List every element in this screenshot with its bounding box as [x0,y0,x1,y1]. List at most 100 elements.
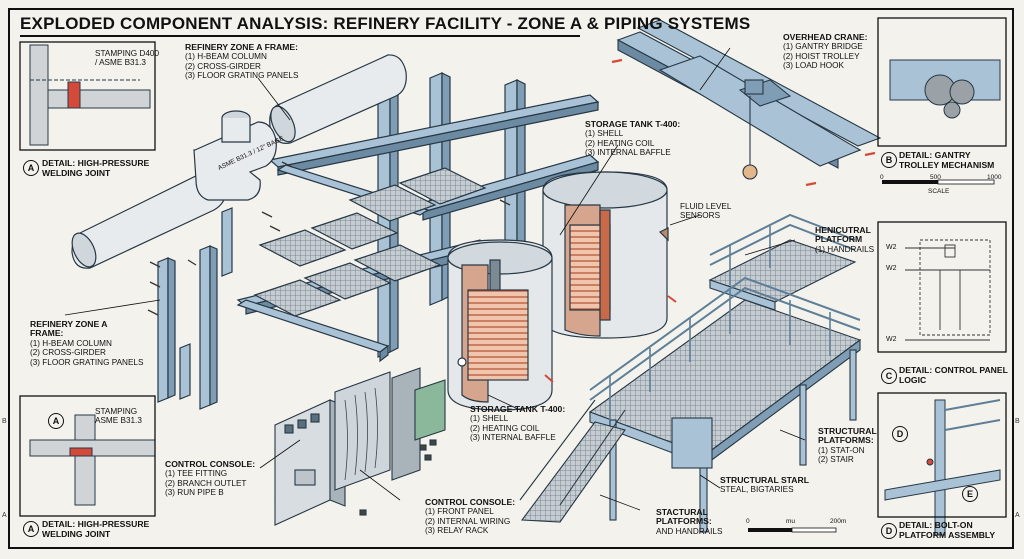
scale-top-label: SCALE [928,188,950,195]
tank-lower-heading: STORAGE TANK T-400: [470,404,566,414]
detail-d-label: DETAIL: BOLT-ON PLATFORM ASSEMBLY [899,520,995,540]
frame-a-item-3: (3) FLOOR GRATING PANELS [185,71,299,81]
stamp-lower-line-2: ASME B31.3 [95,416,142,426]
detail-d-marker-e: E [962,486,978,502]
tank-upper-item-3: (3) INTERNAL BAFFLE [585,148,671,158]
henicutral-line2: PLATFORM [815,234,863,245]
structural-starl-callout: STRUCTURAL STARL STEAL, BIGTARIES [720,475,809,495]
scale-bottom-end: 200m [830,518,847,525]
detail-d-line1: DETAIL: BOLT-ON [899,520,973,530]
detail-d-line2: PLATFORM ASSEMBLY [899,530,996,540]
crane-item-2: (2) HOIST TROLLEY [783,51,860,61]
detail-a-upper-label: DETAIL: HIGH-PRESSURE WELDING JOINT [42,158,149,178]
control-console [274,367,446,526]
henicutral-callout: HENICUTRAL PLATFORM (1) HANDRAILS [815,225,875,254]
console-left-item-1: (1) TEE FITTING [165,469,228,479]
detail-d-letter: D [881,523,897,539]
control-console-left-callout: CONTROL CONSOLE: (1) TEE FITTING (2) BRA… [165,459,256,498]
frame-a-lower-heading-1: REFINERY ZONE A [30,319,108,329]
scale-bar-top [882,179,995,185]
console-left-item-3: (3) RUN PIPE B [165,488,224,498]
detail-c-w2-c: W2 [886,336,897,343]
detail-b-line1: DETAIL: GANTRY [899,150,971,160]
zone-a-frame [147,64,600,410]
detail-c-label: DETAIL: CONTROL PANEL LOGIC [899,365,1008,385]
inset-graphics [29,44,1001,536]
tank-lower-item-1: (1) SHELL [470,414,509,424]
structural-platforms-callout: STRUCTURAL PLATFORMS: (1) STAT-ON (2) ST… [818,426,877,465]
struct-plat-item-1: (1) STAT-ON [818,445,865,455]
overhead-crane [611,19,882,187]
detail-c-line2: LOGIC [899,375,927,385]
scale-bar-bottom [748,527,837,533]
tank-upper-item-1: (1) SHELL [585,129,624,139]
detail-a-lower-letter: A [23,521,39,537]
stactural-line2: PLATFORMS: [656,516,712,527]
stactural-callout: STACTURAL PLATFORMS: AND HANDRAILS [656,507,723,536]
detail-b-letter: B [881,152,897,168]
fluid-sensors-line2: SENSORS [680,211,721,221]
crane-heading: OVERHEAD CRANE: [783,32,868,42]
margin-ref-a-left: A [2,512,7,519]
frame-a-item-1: (1) H-BEAM COLUMN [185,52,267,62]
scale-top-500: 500 [930,174,941,181]
scale-bottom-0: 0 [746,518,750,525]
console-right-item-2: (2) INTERNAL WIRING [425,516,511,526]
henicutral-line1: HENICUTRAL [815,225,871,235]
starl-line1: STRUCTURAL STARL [720,475,809,485]
detail-b-line2: TROLLEY MECHANISM [899,160,995,170]
stamp-line-1: STAMPING D400 [95,49,159,58]
starl-line2: STEAL, BIGTARIES [720,485,794,495]
detail-c-letter: C [881,368,897,384]
console-right-item-1: (1) FRONT PANEL [425,507,494,517]
scale-top-0: 0 [880,174,884,181]
detail-c-w2-b: W2 [886,265,897,272]
margin-ref-b-right: B [1015,418,1020,425]
struct-plat-item-2: (2) STAIR [818,455,854,465]
frame-a-lower-item-2: (2) CROSS-GIRDER [30,348,106,358]
detail-a-upper-line2: WELDING JOINT [42,168,111,178]
frame-a-lower-item-3: (3) FLOOR GRATING PANELS [30,357,144,367]
title-underline [20,35,580,37]
page-title: EXPLODED COMPONENT ANALYSIS: REFINERY FA… [20,14,751,33]
detail-a-lower-line2: WELDING JOINT [42,529,111,539]
detail-d-marker-d: D [892,426,908,442]
henicutral-item: (1) HANDRAILS [815,244,875,254]
scale-bottom-mid: mu [786,518,796,525]
scale-top-1000: 1000 [987,174,1002,181]
tank-lower-item-2: (2) HEATING COIL [470,423,540,433]
crane-item-1: (1) GANTRY BRIDGE [783,42,863,52]
overhead-crane-callout: OVERHEAD CRANE: (1) GANTRY BRIDGE (2) HO… [783,32,868,71]
frame-a-lower-heading-2: FRAME: [30,328,64,339]
struct-plat-line1: STRUCTURAL [818,426,877,436]
detail-a-lower-marker: A [48,413,64,429]
stactural-line3: AND HANDRAILS [656,526,723,536]
storage-tanks [447,171,677,411]
frame-a-item-2: (2) CROSS-GIRDER [185,61,261,71]
stamp-lower-line-1: STAMPING [95,407,138,416]
detail-a-lower-stamp: STAMPING ASME B31.3 [95,407,142,426]
stamp-line-2: / ASME B31.3 [95,58,146,68]
console-right-item-3: (3) RELAY RACK [425,526,489,536]
tank-lower-item-3: (3) INTERNAL BAFFLE [470,433,556,443]
detail-a-upper-letter: A [23,160,39,176]
crane-item-3: (3) LOAD HOOK [783,61,844,71]
detail-a-upper-stamp: STAMPING D400 / ASME B31.3 [95,49,159,68]
tank-upper-heading: STORAGE TANK T-400: [585,119,681,129]
margin-ref-a-right: A [1015,512,1020,519]
fluid-sensors-callout: FLUID LEVEL SENSORS [680,202,731,221]
control-console-right-callout: CONTROL CONSOLE: (1) FRONT PANEL (2) INT… [425,497,515,536]
tank-upper-item-2: (2) HEATING COIL [585,138,655,148]
detail-c-w2-a: W2 [886,244,897,251]
storage-tank-lower-callout: STORAGE TANK T-400: (1) SHELL (2) HEATIN… [470,404,566,443]
structural-platform [519,213,862,533]
frame-a-callout: REFINERY ZONE A FRAME: (1) H-BEAM COLUMN… [185,42,299,81]
storage-tank-upper-callout: STORAGE TANK T-400: (1) SHELL (2) HEATIN… [585,119,681,158]
piping [71,54,407,269]
console-left-heading: CONTROL CONSOLE: [165,459,256,469]
detail-a-lower-line1: DETAIL: HIGH-PRESSURE [42,519,150,529]
stactural-line1: STACTURAL [656,507,708,517]
frame-a-lower-item-1: (1) H-BEAM COLUMN [30,338,112,348]
